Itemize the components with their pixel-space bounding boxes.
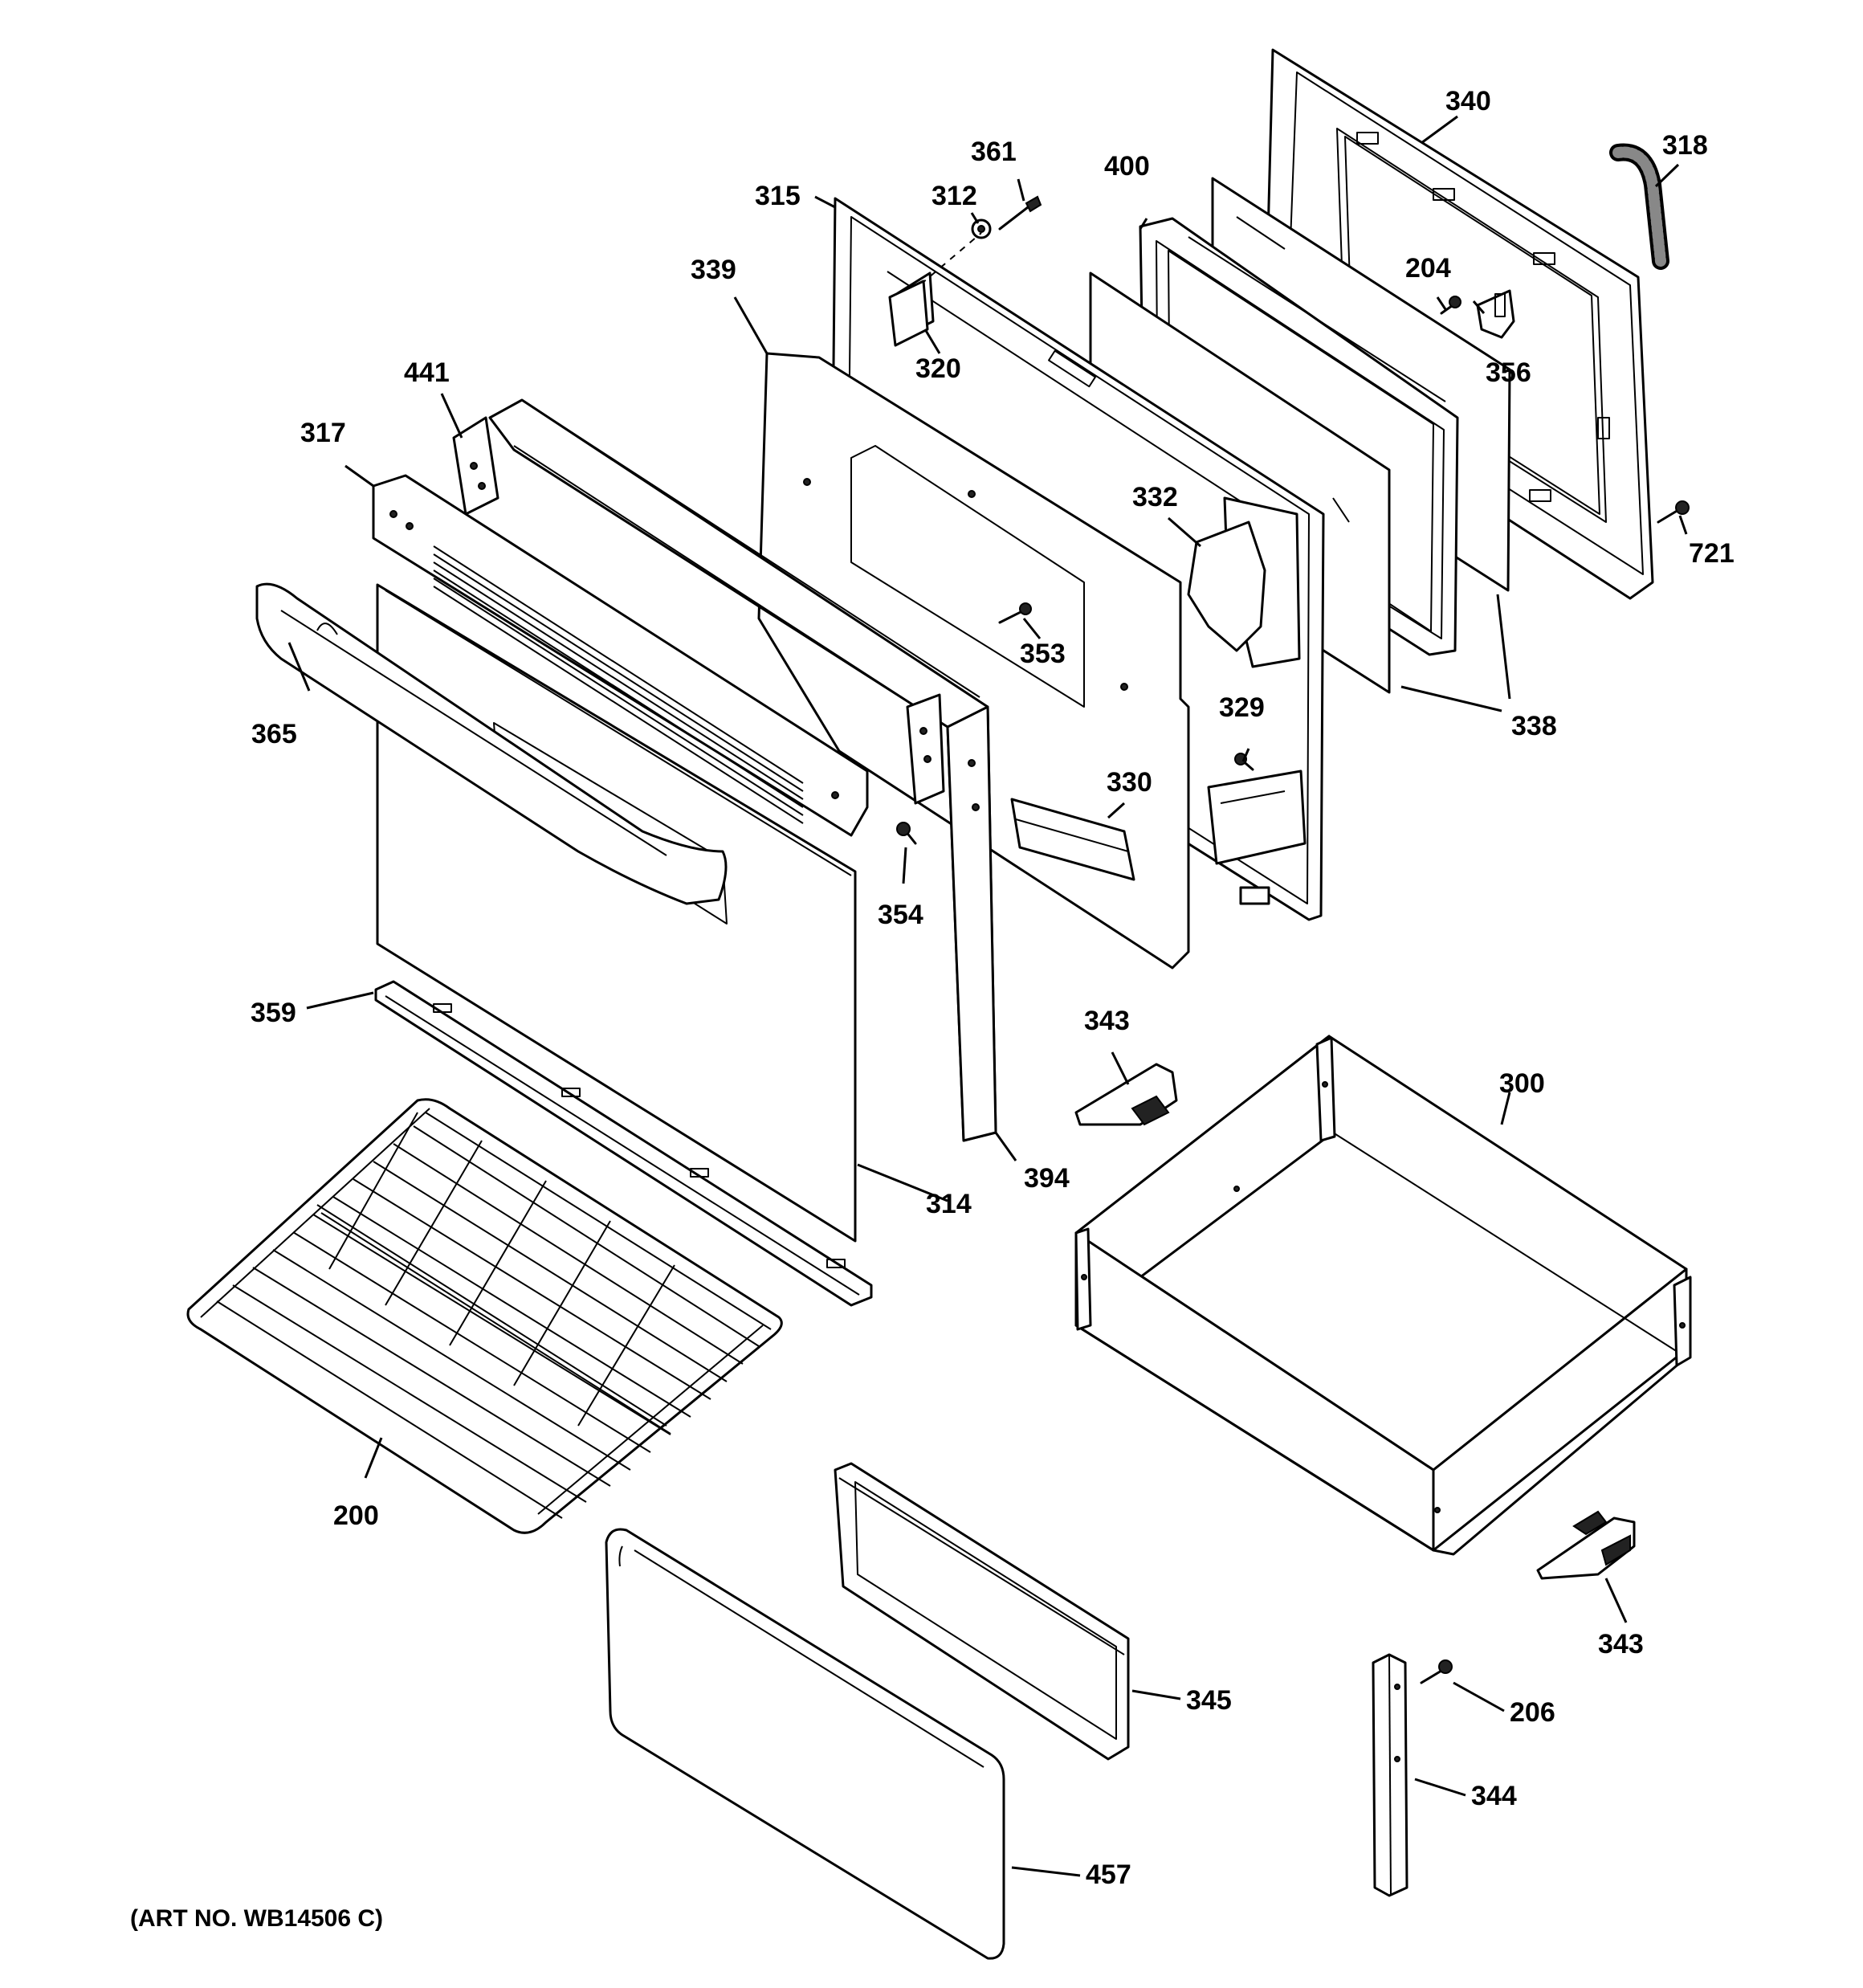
part-356-hinge-bracket — [1476, 289, 1515, 339]
part-332-bracket — [1187, 520, 1266, 652]
label-354: 354 — [878, 900, 923, 930]
part-457-drawer-front — [605, 1528, 1005, 1960]
label-330: 330 — [1107, 767, 1152, 798]
part-339-door-insulation — [757, 352, 1190, 970]
part-317-door-trim-vent — [372, 474, 869, 837]
label-365: 365 — [251, 719, 297, 749]
label-359: 359 — [251, 998, 296, 1028]
label-344: 344 — [1471, 1781, 1517, 1811]
part-204-screw — [1440, 296, 1461, 315]
label-329: 329 — [1219, 692, 1265, 723]
label-457: 457 — [1086, 1859, 1131, 1890]
label-318: 318 — [1662, 130, 1708, 161]
label-300: 300 — [1499, 1068, 1545, 1099]
part-labels: 340 318 361 400 315 312 339 204 320 356 … — [130, 86, 1735, 1932]
label-317: 317 — [300, 418, 346, 448]
rack-wires — [216, 1112, 772, 1519]
part-721-screw — [1657, 500, 1690, 524]
label-338: 338 — [1511, 711, 1557, 741]
label-312: 312 — [932, 181, 977, 211]
part-359-bottom-trim — [374, 980, 873, 1307]
label-400: 400 — [1104, 151, 1150, 182]
label-320: 320 — [915, 353, 961, 384]
label-314: 314 — [926, 1189, 972, 1219]
part-361-screw — [998, 195, 1042, 231]
label-315: 315 — [755, 181, 801, 211]
label-204: 204 — [1405, 253, 1451, 284]
part-318-door-gasket — [1609, 143, 1669, 270]
label-345: 345 — [1186, 1685, 1232, 1716]
part-206-screw — [1420, 1659, 1453, 1684]
label-721: 721 — [1689, 538, 1735, 569]
part-343-drawer-slide-lower — [1536, 1510, 1636, 1580]
part-330-insulation-strip — [1010, 798, 1135, 881]
label-200: 200 — [333, 1500, 379, 1531]
label-343-lower: 343 — [1598, 1629, 1644, 1659]
part-344-drawer-slide-rail — [1372, 1653, 1408, 1897]
part-343-drawer-slide-upper — [1074, 1063, 1178, 1126]
art-number-caption: (ART NO. WB14506 C) — [130, 1905, 383, 1932]
part-340-door-liner-frame — [1263, 48, 1654, 600]
part-365-door-handle — [255, 582, 728, 905]
part-320-hinge-bracket — [888, 280, 929, 347]
label-339: 339 — [691, 255, 736, 285]
label-332: 332 — [1132, 482, 1178, 512]
part-345-drawer-front-frame — [834, 1462, 1130, 1761]
part-394-side-channel — [946, 705, 997, 1142]
label-353: 353 — [1020, 639, 1066, 669]
part-200-oven-rack — [186, 1098, 783, 1534]
label-206: 206 — [1510, 1697, 1555, 1728]
label-340: 340 — [1445, 86, 1491, 116]
part-441-hinge — [452, 416, 499, 516]
part-354-screw — [896, 822, 917, 845]
label-343-upper: 343 — [1084, 1006, 1130, 1036]
label-361: 361 — [971, 137, 1017, 167]
part-353-screw — [998, 602, 1032, 624]
label-441: 441 — [404, 357, 450, 388]
part-312-nut — [971, 218, 992, 239]
part-300-storage-drawer — [1074, 1035, 1692, 1556]
label-394: 394 — [1024, 1163, 1070, 1194]
label-356: 356 — [1486, 357, 1531, 388]
leader-lines — [287, 115, 1688, 1877]
